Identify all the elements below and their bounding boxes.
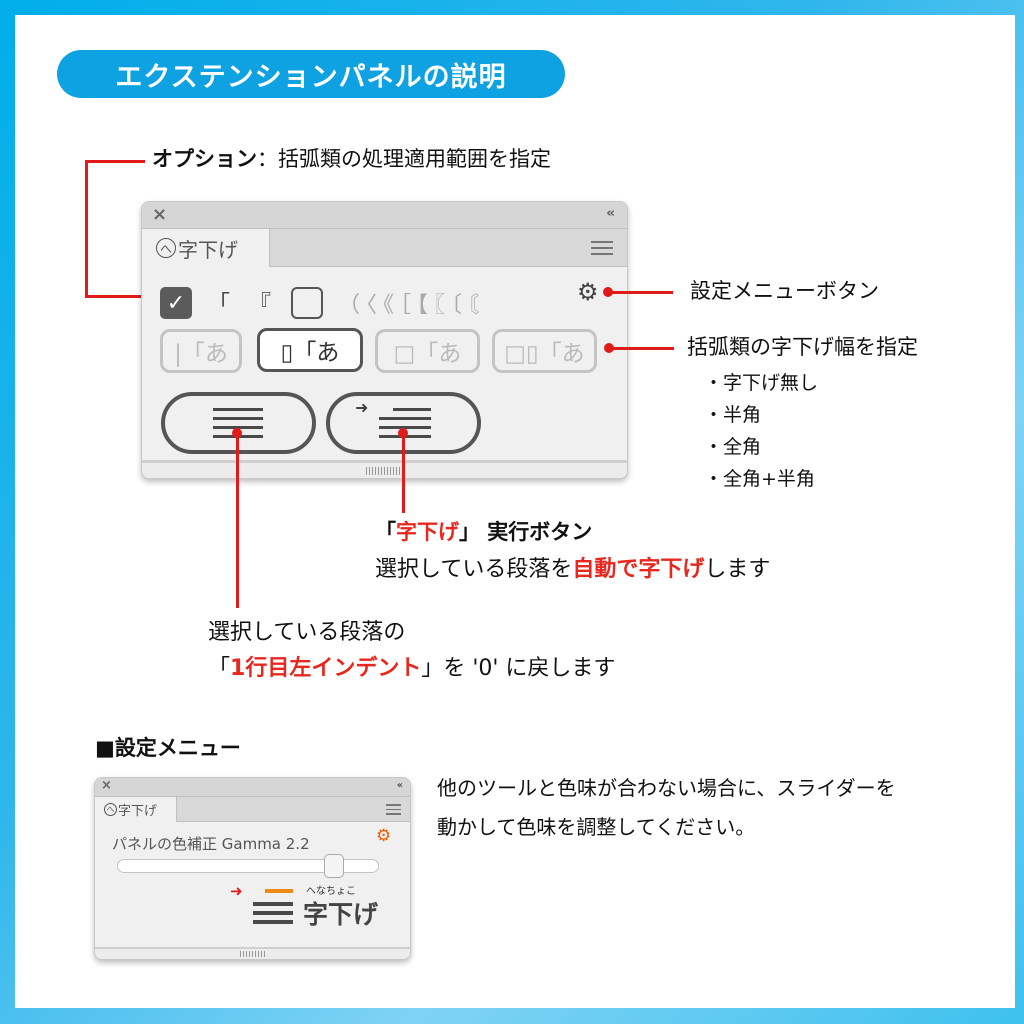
connector-line bbox=[85, 160, 88, 297]
logo-ruby: へなちょこ bbox=[306, 886, 356, 897]
connector-line bbox=[85, 295, 150, 298]
resize-grip[interactable] bbox=[239, 951, 266, 957]
bracket-close: 」 bbox=[459, 520, 480, 544]
gamma-slider-thumb[interactable] bbox=[324, 854, 344, 878]
execute-callout-title: 「字下げ」 実行ボタン bbox=[375, 520, 592, 545]
width-button-full-half[interactable]: □▯「あ bbox=[492, 329, 597, 373]
checkmark-icon: ✓ bbox=[166, 290, 186, 316]
connector-line bbox=[402, 433, 405, 513]
close-icon[interactable]: × bbox=[101, 778, 112, 793]
width-button-half[interactable]: ▯「あ bbox=[257, 328, 363, 372]
execute-desc-pre: 選択している段落を bbox=[375, 557, 573, 582]
extension-panel: × ‹‹ へ 字下げ ✓ 「 『 （〈《［【〖〔〘 ⚙ |「あ ▯「あ □「あ … bbox=[141, 201, 628, 479]
panel-titlebar: × ‹‹ bbox=[142, 202, 627, 229]
collapse-icon[interactable]: ‹‹ bbox=[606, 206, 615, 221]
options-description: 括弧類の処理適用範囲を指定 bbox=[278, 147, 551, 171]
tab-jisage[interactable]: へ 字下げ bbox=[95, 797, 177, 822]
gear-icon[interactable]: ⚙ bbox=[376, 826, 392, 846]
bracket-close: 」 bbox=[421, 656, 444, 681]
reset-callout-line2: 「1行目左インデント」を '0' に戻します bbox=[208, 656, 615, 682]
panel-titlebar: × ‹‹ bbox=[95, 778, 410, 797]
width-button-full[interactable]: □「あ bbox=[375, 329, 480, 373]
collapse-icon[interactable]: ‹‹ bbox=[396, 780, 403, 791]
logo-text: 字下げ bbox=[303, 900, 379, 929]
reset-callout-line1: 選択している段落の bbox=[208, 620, 406, 645]
width-button-none[interactable]: |「あ bbox=[160, 329, 242, 373]
tab-jisage[interactable]: へ 字下げ bbox=[142, 229, 270, 267]
options-callout: オプション：括弧類の処理適用範囲を指定 bbox=[152, 147, 551, 172]
gear-icon[interactable]: ⚙ bbox=[577, 278, 599, 306]
bracket-width-item: ・半角 bbox=[704, 404, 762, 426]
settings-panel: × ‹‹ へ 字下げ パネルの色補正 Gamma 2.2 ⚙ ➜ へなちょこ 字… bbox=[94, 777, 411, 960]
tab-logo-icon: へ bbox=[104, 803, 117, 816]
bracket-width-item: ・全角+半角 bbox=[704, 468, 815, 490]
checked-brackets-label: 「 『 bbox=[208, 292, 277, 317]
execute-rest: 実行ボタン bbox=[480, 520, 593, 544]
settings-button-callout: 設定メニューボタン bbox=[690, 279, 879, 303]
execute-callout-description: 選択している段落を自動で字下げします bbox=[375, 557, 770, 583]
logo-bar bbox=[253, 902, 293, 906]
connector-line bbox=[609, 347, 674, 350]
close-icon[interactable]: × bbox=[152, 204, 168, 225]
option-checkbox-others[interactable] bbox=[291, 287, 323, 319]
bracket-open: 「 bbox=[375, 520, 396, 544]
bracket-open: 「 bbox=[208, 656, 231, 681]
tab-label: 字下げ bbox=[178, 237, 238, 262]
logo-bar bbox=[253, 911, 293, 915]
reset-highlight: 1行目左インデント bbox=[230, 656, 422, 681]
arrow-right-icon: ➜ bbox=[230, 882, 243, 900]
execute-desc-highlight: 自動で字下げ bbox=[572, 557, 705, 582]
execute-highlight: 字下げ bbox=[396, 520, 459, 544]
unchecked-brackets-label: （〈《［【〖〔〘 bbox=[338, 293, 486, 318]
reset-rest: を '0' に戻します bbox=[443, 656, 616, 681]
bracket-width-item: ・全角 bbox=[704, 436, 762, 458]
panel-menu-icon[interactable] bbox=[591, 241, 613, 259]
option-checkbox-kagi[interactable]: ✓ bbox=[160, 287, 192, 319]
settings-description-line1: 他のツールと色味が合わない場合に、スライダーを bbox=[437, 776, 896, 800]
panel-tabrow: へ 字下げ bbox=[142, 229, 627, 267]
settings-description-line2: 動かして色味を調整してください。 bbox=[437, 815, 756, 839]
connector-line bbox=[236, 433, 239, 608]
gamma-label: パネルの色補正 Gamma 2.2 bbox=[112, 835, 310, 853]
connector-line bbox=[85, 160, 145, 163]
page-title: エクステンションパネルの説明 bbox=[57, 50, 565, 98]
gamma-slider[interactable] bbox=[117, 859, 379, 873]
panel-footer bbox=[95, 947, 410, 959]
tab-logo-icon: へ bbox=[156, 238, 176, 258]
panel-footer bbox=[142, 460, 627, 478]
options-separator: ： bbox=[257, 147, 278, 171]
execute-desc-post: します bbox=[704, 557, 771, 582]
connector-line bbox=[608, 291, 673, 294]
settings-menu-heading: ■設定メニュー bbox=[95, 736, 241, 760]
panel-tabrow: へ 字下げ bbox=[95, 797, 410, 822]
options-term: オプション bbox=[152, 147, 257, 171]
tab-label: 字下げ bbox=[118, 804, 158, 819]
arrow-right-icon: ➜ bbox=[355, 398, 369, 417]
resize-grip[interactable] bbox=[365, 467, 404, 475]
logo-bar bbox=[253, 920, 293, 924]
panel-menu-icon[interactable] bbox=[386, 804, 401, 819]
bracket-width-callout: 括弧類の字下げ幅を指定 bbox=[687, 335, 918, 359]
logo-accent-bar bbox=[265, 889, 293, 893]
bracket-width-item: ・字下げ無し bbox=[704, 372, 819, 394]
